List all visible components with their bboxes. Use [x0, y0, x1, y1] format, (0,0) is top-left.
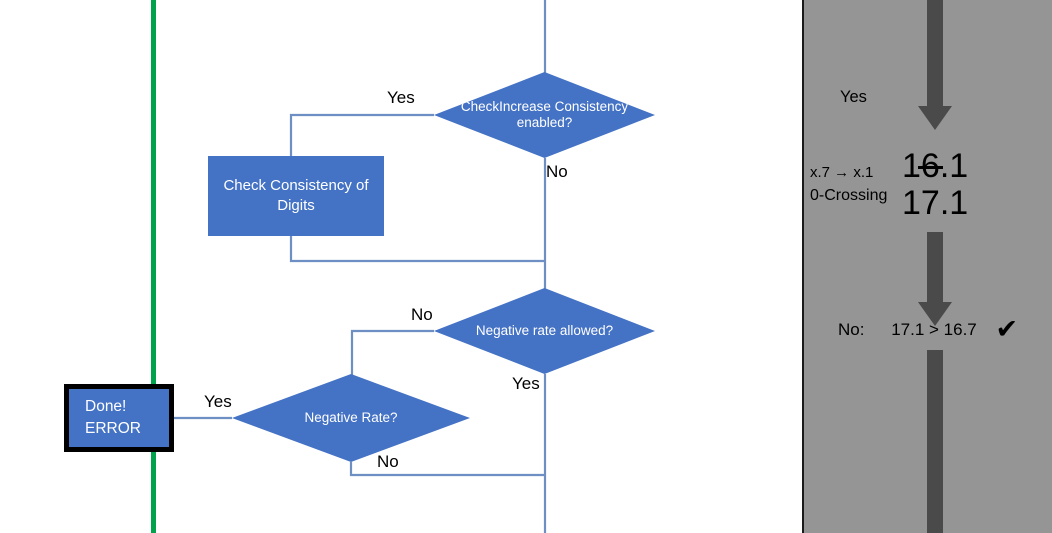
arrow-shaft-middle — [927, 232, 943, 304]
panel-comparison-expression: 17.1 > 16.7 — [891, 320, 977, 339]
decision-negative-rate-label: Negative Rate? — [304, 409, 398, 425]
edge-label-no-check-increase: No — [546, 162, 568, 181]
process-check-consistency-of-digits[interactable]: Check Consistency of Digits — [208, 156, 384, 236]
checkmark-icon: ✔ — [995, 314, 1019, 344]
panel-value-struck-wrap: 16.1 — [902, 148, 968, 185]
terminal-done-label: Done! — [85, 398, 127, 416]
panel-comparison: No: 17.1 > 16.7 ✔ — [838, 314, 1018, 345]
panel-value-current: 17.1 — [902, 183, 969, 222]
green-marker-line — [151, 0, 156, 533]
edge-label-no-negative-rate-allowed: No — [411, 305, 433, 324]
panel-yes-label: Yes — [840, 88, 867, 106]
decision-negative-rate[interactable]: Negative Rate? — [232, 374, 470, 462]
edge-label-yes-done: Yes — [204, 392, 232, 411]
arrow-shaft-bottom — [927, 350, 943, 533]
panel-tolerance-note: x.7 → x.1 0-Crossing — [810, 162, 970, 207]
decision-negative-rate-allowed[interactable]: Negative rate allowed? — [434, 288, 655, 374]
edge-label-yes-check-increase: Yes — [387, 88, 415, 107]
decision-check-increase-label: CheckIncrease Consistency enabled? — [460, 98, 629, 130]
strikethrough-mark — [917, 166, 944, 169]
terminal-error-label: ERROR — [85, 420, 141, 437]
process-check-consistency-label: Check Consistency of Digits — [223, 176, 369, 214]
panel-comparison-prefix: No: — [838, 320, 865, 339]
terminal-done-error[interactable]: Done! ERROR — [64, 384, 174, 452]
panel-value-struck: 16.1 — [902, 147, 969, 185]
arrow-head-top — [918, 106, 952, 130]
decision-check-increase-consistency[interactable]: CheckIncrease Consistency enabled? — [434, 72, 655, 158]
decision-negative-rate-allowed-label: Negative rate allowed? — [475, 322, 614, 338]
arrow-head-middle — [918, 302, 952, 326]
panel-values: 16.1 17.1 — [902, 148, 968, 221]
edge-label-no-negative-rate: No — [377, 452, 399, 471]
panel-tolerance-line2: 0-Crossing — [810, 186, 888, 204]
edge-label-yes-negative-rate-allowed: Yes — [512, 374, 540, 393]
arrow-shaft-top — [927, 0, 943, 108]
panel-tolerance-line1: x.7 → x.1 — [810, 164, 874, 181]
annotation-panel: Yes x.7 → x.1 0-Crossing 16.1 17.1 No: 1… — [802, 0, 1052, 533]
